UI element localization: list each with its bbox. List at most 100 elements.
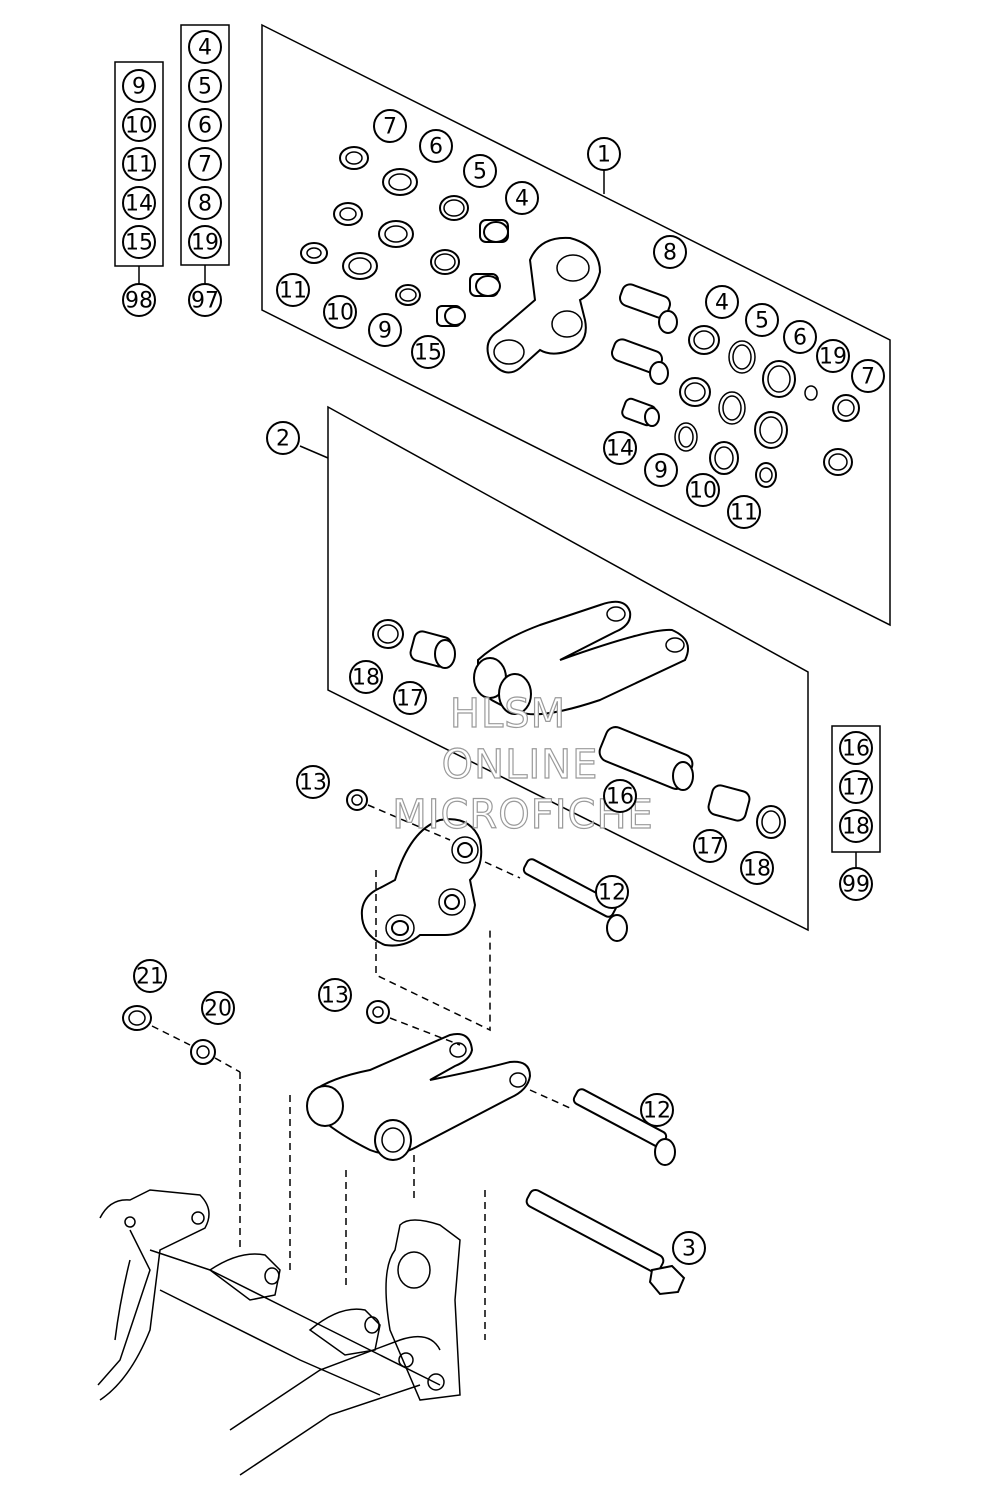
callout-k1-7a-label: 7	[383, 115, 397, 140]
callout-k2-18b-label: 18	[743, 857, 771, 882]
group-97-item-label: 5	[198, 75, 212, 100]
callout-k1-8: 8	[653, 235, 687, 269]
callout-k1-6b-label: 6	[793, 326, 807, 351]
bolt-upper	[484, 858, 628, 942]
callout-k1-11a: 11	[276, 273, 310, 307]
callout-k1-15-label: 15	[414, 341, 442, 366]
group-97-item-label: 19	[191, 231, 219, 256]
callout-k1-4b-label: 4	[715, 291, 729, 316]
group-97-item: 6	[188, 108, 222, 142]
group-98-item: 9	[122, 69, 156, 103]
group-box-99	[831, 725, 881, 868]
callout-k1-9b-label: 9	[654, 459, 668, 484]
dogbone-assembled	[306, 1033, 532, 1161]
group-97-item: 5	[188, 69, 222, 103]
group-98-item: 15	[122, 225, 156, 259]
group-99-item-label: 16	[842, 737, 870, 762]
nut-lower	[366, 1000, 461, 1046]
group-total-99: 99	[839, 867, 873, 901]
frame-section	[97, 1189, 461, 1476]
callout-bolt-12b: 12	[640, 1093, 674, 1127]
assembled-lever	[360, 818, 483, 947]
callout-k1-11b-label: 11	[730, 501, 758, 526]
callout-k1-10a-label: 10	[326, 301, 354, 326]
group-97-item: 7	[188, 147, 222, 181]
watermark-line-3: MICROFICHE	[392, 792, 654, 838]
group-98-item-label: 15	[125, 231, 153, 256]
callout-k2-17b: 17	[693, 829, 727, 863]
callout-k1-5a: 5	[463, 154, 497, 188]
callout-k1-14-label: 14	[606, 437, 634, 462]
kit-1-seals-right	[610, 283, 860, 488]
callout-k1-11b: 11	[727, 495, 761, 529]
callout-pin-3-label: 3	[682, 1237, 696, 1262]
callouts: 1237654111091584561971491011181716171813…	[122, 30, 885, 1265]
callout-k1-4a-label: 4	[515, 187, 529, 212]
group-97-item-label: 7	[198, 153, 212, 178]
kit-1-seals-left	[300, 146, 509, 327]
callout-washer-20-label: 20	[204, 997, 232, 1022]
callout-washer-20: 20	[201, 991, 235, 1025]
group-98-item-label: 14	[125, 192, 153, 217]
callout-k2-16-label: 16	[606, 785, 634, 810]
group-98-item: 10	[122, 108, 156, 142]
callout-bolt-12a-label: 12	[598, 881, 626, 906]
callout-cap-21: 21	[133, 959, 167, 993]
callout-k2-18a: 18	[349, 660, 383, 694]
callout-k1-6a-label: 6	[429, 135, 443, 160]
callout-k2-18b: 18	[740, 851, 774, 885]
group-99-item-label: 17	[842, 776, 870, 801]
callout-nut-13b-label: 13	[321, 984, 349, 1009]
watermark: HLSM ONLINE MICROFICHE	[392, 690, 654, 838]
callout-k1-9a: 9	[368, 313, 402, 347]
callout-k1-19: 19	[816, 339, 850, 373]
group-97-item: 19	[188, 225, 222, 259]
callout-k1-14: 14	[603, 431, 637, 465]
callout-k1-7a: 7	[373, 109, 407, 143]
group-97-item: 4	[188, 30, 222, 64]
group-99-item: 18	[839, 809, 873, 843]
callout-k1-11a-label: 11	[279, 279, 307, 304]
callout-k2-18a-label: 18	[352, 666, 380, 691]
group-total-97: 97	[188, 283, 222, 317]
callout-k1-19-label: 19	[819, 345, 847, 370]
callout-k1-10a: 10	[323, 295, 357, 329]
kit-2-panel	[327, 405, 809, 932]
callout-k2-17a-label: 17	[396, 687, 424, 712]
callout-bolt-12b-label: 12	[643, 1099, 671, 1124]
callout-kit-1: 1	[587, 137, 621, 171]
watermark-line-1: HLSM	[450, 691, 566, 737]
callout-k1-4b: 4	[705, 285, 739, 319]
group-98-item: 11	[122, 147, 156, 181]
callout-k1-15: 15	[411, 335, 445, 369]
callout-bolt-12a: 12	[595, 875, 629, 909]
callout-nut-13b: 13	[318, 978, 352, 1012]
group-98-item-label: 10	[125, 114, 153, 139]
group-98-item: 14	[122, 186, 156, 220]
kit-1-panel	[261, 23, 891, 627]
callout-nut-13a-label: 13	[299, 771, 327, 796]
group-97-item-label: 8	[198, 192, 212, 217]
group-97-item-label: 4	[198, 36, 212, 61]
group-total-97-label: 97	[191, 289, 219, 314]
callout-k1-9b: 9	[644, 453, 678, 487]
callout-k1-10b: 10	[686, 473, 720, 507]
callout-k1-7b-label: 7	[861, 365, 875, 390]
bolt-lower	[529, 1088, 676, 1166]
callout-cap-21-label: 21	[136, 965, 164, 990]
callout-nut-13a: 13	[296, 765, 330, 799]
callout-k2-16: 16	[603, 779, 637, 813]
callout-k1-4a: 4	[505, 181, 539, 215]
callout-kit-2: 2	[266, 421, 300, 455]
group-99-item-label: 18	[842, 815, 870, 840]
callout-k1-5b: 5	[745, 303, 779, 337]
callout-k1-7b: 7	[851, 359, 885, 393]
callout-k1-6b: 6	[783, 320, 817, 354]
group-total-98-label: 98	[125, 289, 153, 314]
callout-k1-5a-label: 5	[473, 160, 487, 185]
callout-pin-3: 3	[672, 1231, 706, 1265]
callout-k2-17a: 17	[393, 681, 427, 715]
group-99-item: 16	[839, 731, 873, 765]
callout-k1-8-label: 8	[663, 241, 677, 266]
